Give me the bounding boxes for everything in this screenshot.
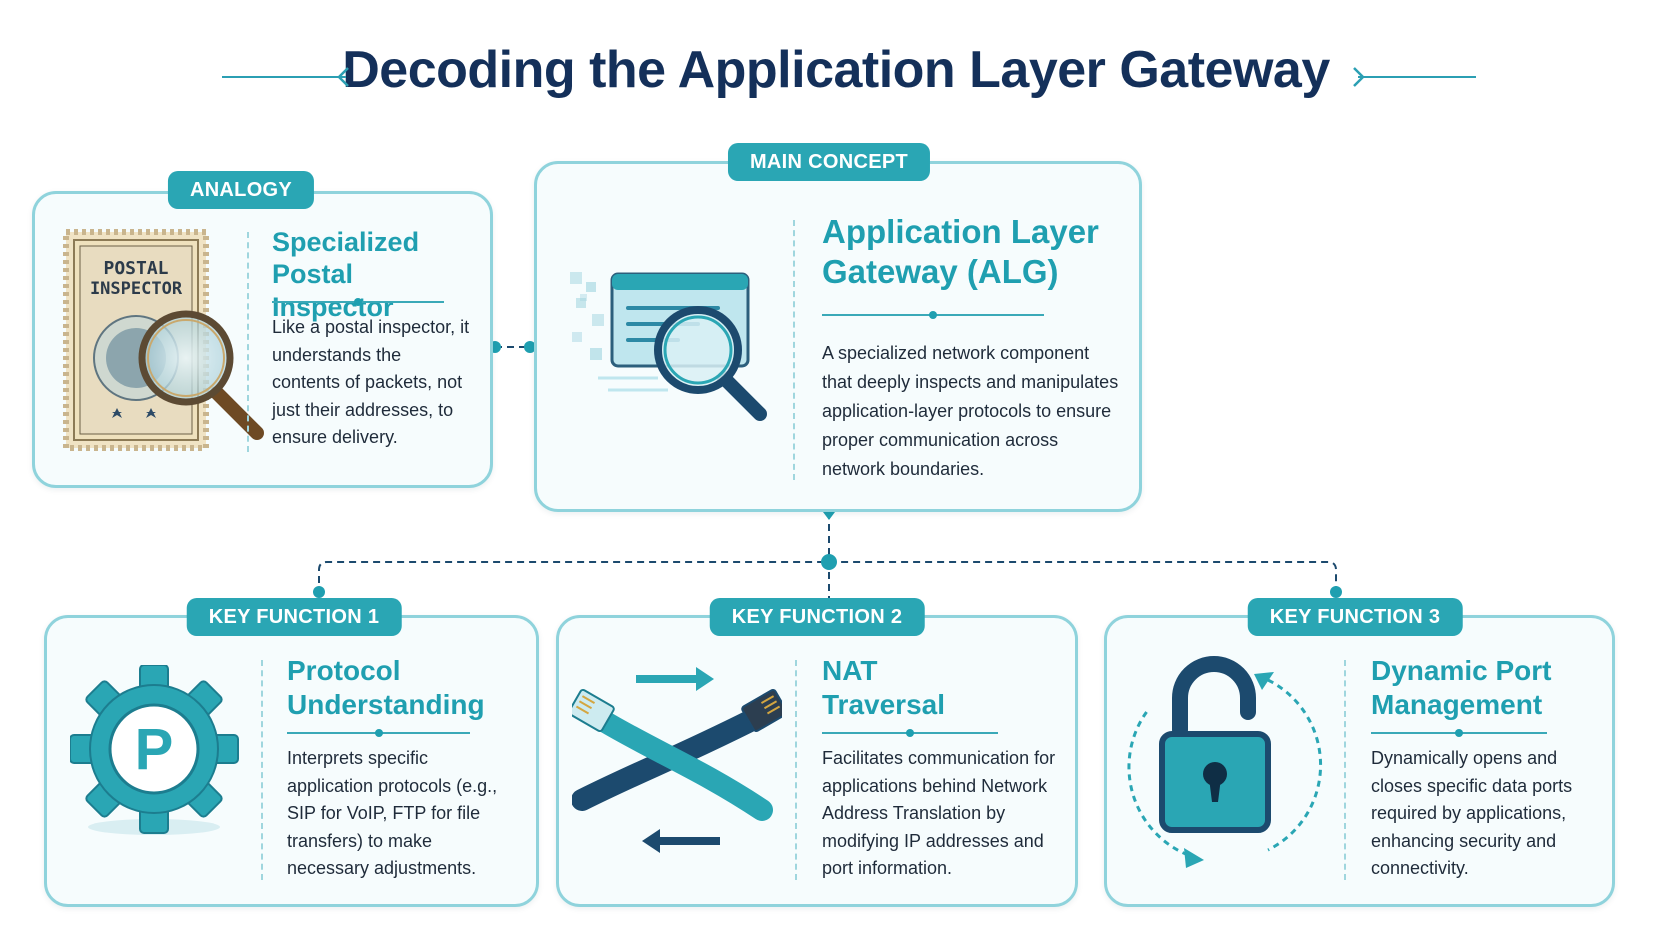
key-function-3-divider — [1344, 660, 1346, 880]
gear-letter: P — [135, 717, 174, 782]
connector-dot — [524, 341, 536, 353]
stamp-text-line1: POSTAL — [103, 258, 168, 279]
main-concept-heading-divider — [822, 311, 1044, 319]
key-function-2-divider — [795, 660, 797, 880]
key-function-2-badge: KEY FUNCTION 2 — [709, 598, 925, 636]
main-concept-badge: MAIN CONCEPT — [727, 143, 931, 181]
key-function-3-heading-divider — [1371, 729, 1547, 737]
crossed-cables-icon — [572, 667, 782, 853]
key-function-2-heading-divider — [822, 729, 998, 737]
key-function-2-body: Facilitates communication for applicatio… — [822, 748, 1056, 878]
key-function-1-body: Interprets specific application protocol… — [287, 748, 498, 878]
analogy-divider — [247, 232, 249, 452]
key-function-3-body: Dynamically opens and closes specific da… — [1371, 748, 1573, 878]
postal-stamp-magnifier-icon: POSTAL INSPECTOR — [63, 229, 264, 451]
title-left-line — [222, 76, 346, 78]
analogy-body: Like a postal inspector, it understands … — [272, 317, 470, 447]
connector-dot — [1330, 586, 1342, 598]
main-concept-divider — [793, 220, 795, 480]
analogy-heading-divider — [272, 298, 444, 306]
connector-dot — [313, 586, 325, 598]
analogy-heading: Specialized Postal Inspector — [272, 227, 420, 322]
connector-arrow — [823, 512, 835, 520]
key-function-1-heading-divider — [287, 729, 470, 737]
title-left-chevron-icon — [337, 67, 349, 87]
key-function-3-heading: Dynamic Port Management — [1371, 655, 1552, 720]
key-function-3-badge: KEY FUNCTION 3 — [1247, 598, 1463, 636]
key-function-1-heading: Protocol Understanding — [287, 655, 485, 720]
title-right-line — [1358, 76, 1476, 78]
key-function-1-divider — [261, 660, 263, 880]
stamp-text-line2: INSPECTOR — [90, 279, 183, 299]
key-function-1-badge: KEY FUNCTION 1 — [186, 598, 402, 636]
main-concept-body: A specialized network component that dee… — [822, 343, 1119, 479]
key-function-2-heading: NAT Traversal — [822, 655, 945, 720]
gear-p-icon: P — [70, 665, 239, 835]
analogy-badge: ANALOGY — [167, 171, 315, 209]
open-padlock-icon — [1127, 656, 1323, 868]
connector-hub-dot — [821, 554, 837, 570]
page-title: Decoding the Application Layer Gateway — [342, 41, 1330, 99]
document-magnifier-icon — [570, 272, 767, 421]
main-concept-heading: Application Layer Gateway (ALG) — [822, 213, 1099, 290]
